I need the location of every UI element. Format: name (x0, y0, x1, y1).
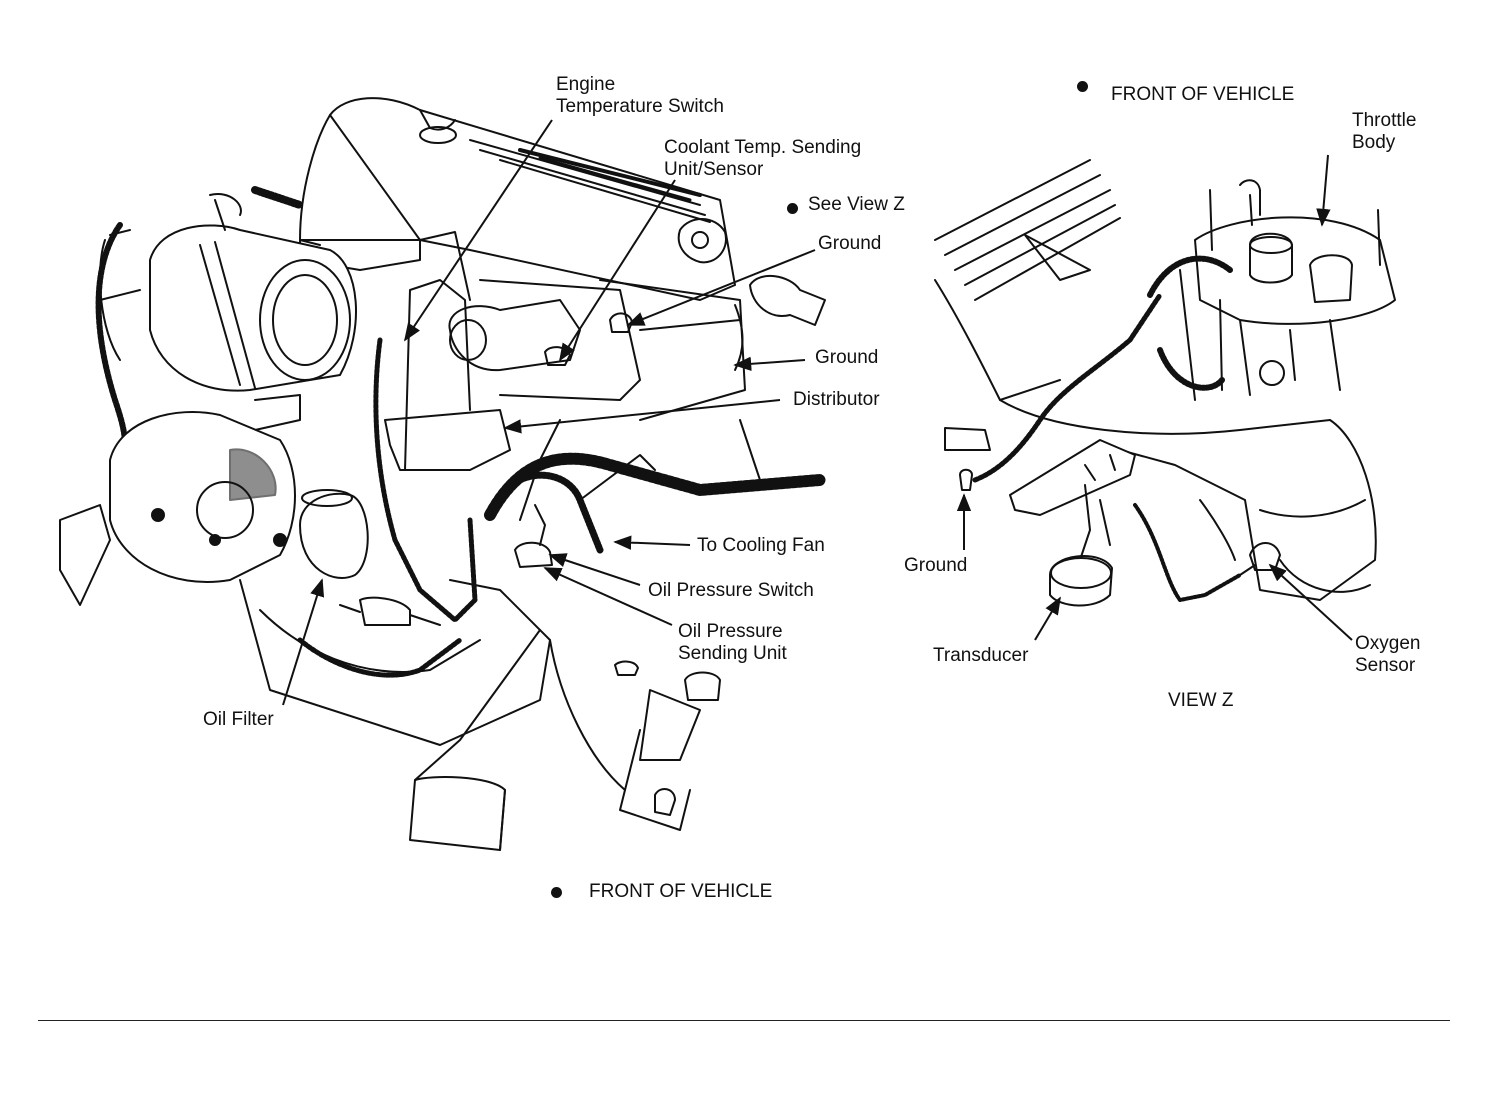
oil-pressure-sending-line1: Oil Pressure (678, 621, 783, 642)
oil-pressure-sending-label: Oil Pressure Sending Unit (678, 621, 787, 665)
oxygen-sensor-label: Oxygen Sensor (1355, 633, 1420, 677)
front-of-vehicle-viewz-label: FRONT OF VEHICLE (1111, 84, 1295, 105)
oil-pressure-sending-line2: Sending Unit (678, 643, 787, 664)
view-z-title: VIEW Z (1168, 690, 1234, 711)
oil-pressure-switch-label: Oil Pressure Switch (648, 580, 814, 601)
throttle-body-line1: Throttle (1352, 110, 1417, 131)
main-engine-illustration (59, 97, 826, 851)
view-z-illustration (934, 159, 1396, 607)
ground-upper-label: Ground (818, 233, 882, 254)
transducer-label: Transducer (933, 645, 1029, 666)
page-divider (38, 1020, 1450, 1021)
front-of-vehicle-bullet-main (551, 887, 562, 898)
oil-filter-label: Oil Filter (203, 709, 274, 730)
coolant-sensor-line2: Unit/Sensor (664, 159, 764, 180)
coolant-sensor-line1: Coolant Temp. Sending (664, 137, 862, 158)
cooling-fan-label: To Cooling Fan (697, 535, 825, 556)
front-of-vehicle-bullet-viewz (1077, 81, 1088, 92)
oxygen-sensor-line2: Sensor (1355, 655, 1416, 676)
throttle-body-label: Throttle Body (1352, 110, 1416, 154)
ground-lower-label: Ground (815, 347, 879, 368)
leader-lines (282, 119, 1353, 706)
engine-temp-switch-line2: Temperature Switch (556, 96, 724, 117)
viewz-ground-label: Ground (904, 555, 968, 576)
front-of-vehicle-main-label: FRONT OF VEHICLE (589, 881, 773, 902)
distributor-label: Distributor (793, 389, 880, 410)
engine-temp-switch-label: Engine Temperature Switch (556, 74, 724, 118)
coolant-sensor-label: Coolant Temp. Sending Unit/Sensor (664, 137, 861, 181)
oxygen-sensor-line1: Oxygen (1355, 633, 1421, 654)
throttle-body-line2: Body (1352, 132, 1396, 153)
see-view-z-label: See View Z (808, 194, 905, 215)
engine-temp-switch-line1: Engine (556, 74, 616, 95)
see-view-z-bullet (787, 203, 798, 214)
